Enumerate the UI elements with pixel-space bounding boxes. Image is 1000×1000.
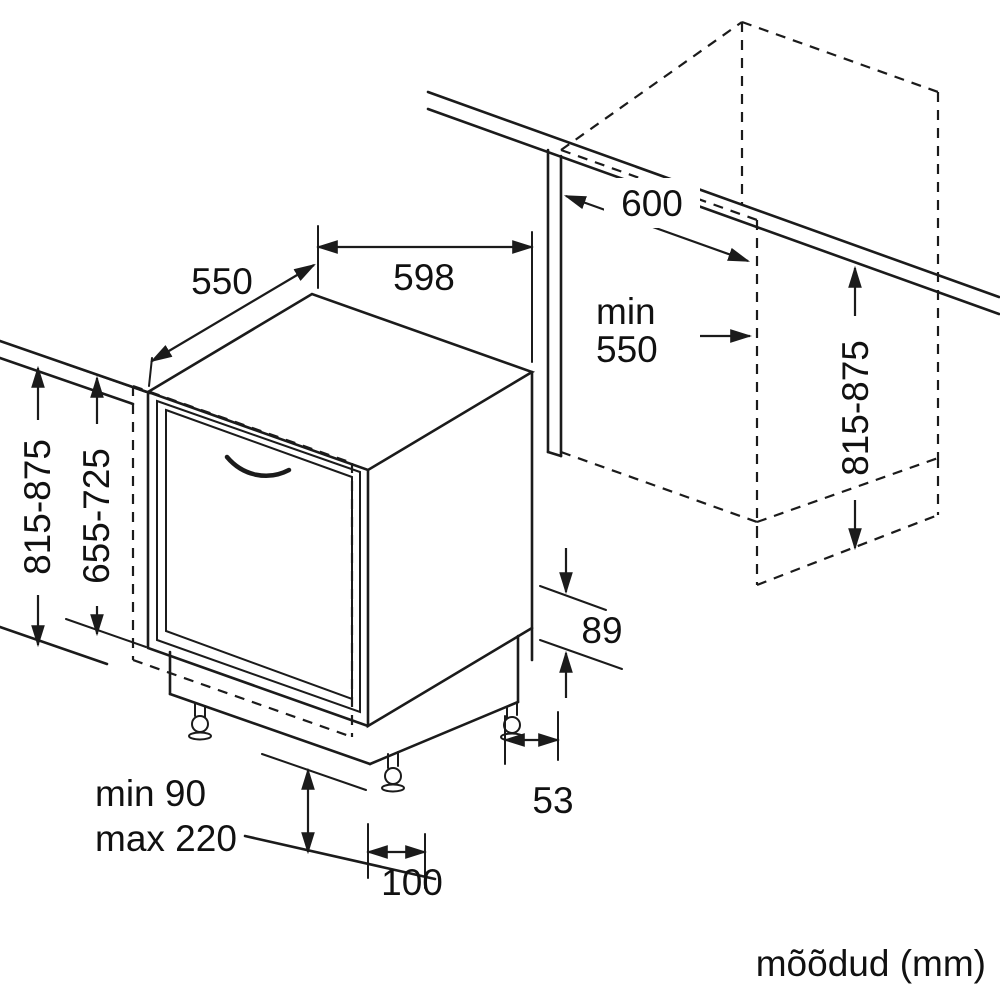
dim-floor-clearance-label: 89 — [581, 610, 622, 651]
dim-foot-offset: 53 — [502, 711, 574, 821]
decor-panel-outline-dashed — [131, 384, 354, 739]
worktop-left-lines — [0, 339, 152, 406]
dim-unit-depth: 550 — [148, 261, 316, 387]
dim-niche-height-left-label: 815-875 — [17, 439, 58, 575]
dim-unit-depth-label: 550 — [191, 261, 253, 302]
adjustable-feet — [188, 702, 524, 793]
dim-niche-width-label: 600 — [621, 183, 683, 224]
dim-niche-height-left: 815-875 — [17, 365, 58, 648]
dim-niche-min-depth: min 550 — [596, 291, 753, 370]
dishwasher-unit — [144, 292, 536, 766]
worktop-right-lines — [426, 90, 1000, 316]
niche-cabinet-dashed — [560, 20, 940, 587]
dim-floor-clearance: 89 — [539, 548, 623, 698]
niche-side-panel — [546, 148, 563, 458]
dim-door-panel-height-label: 655-725 — [76, 448, 117, 584]
dim-niche-height-right: 815-875 — [835, 265, 876, 551]
caption-units: mõõdud (mm) — [756, 943, 986, 984]
dim-plinth-min-label: min 90 — [95, 773, 206, 814]
dim-plinth-height: min 90 max 220 — [95, 753, 367, 859]
door-handle — [224, 454, 292, 478]
floor-under-feet-line — [243, 834, 437, 881]
dim-plinth-max-label: max 220 — [95, 818, 237, 859]
dim-niche-min-depth-word: min — [596, 291, 656, 332]
dim-foot-adjust: 100 — [365, 823, 443, 903]
dim-niche-width: 600 — [563, 178, 751, 263]
dim-niche-height-right-label: 815-875 — [835, 340, 876, 476]
dim-foot-offset-label: 53 — [532, 780, 573, 821]
dim-unit-width: 598 — [315, 225, 535, 363]
dim-foot-adjust-label: 100 — [381, 862, 443, 903]
floor-left-line — [0, 625, 109, 666]
dim-niche-min-depth-value: 550 — [596, 329, 658, 370]
dim-unit-width-label: 598 — [393, 257, 455, 298]
dim-door-panel-height: 655-725 — [65, 363, 147, 648]
